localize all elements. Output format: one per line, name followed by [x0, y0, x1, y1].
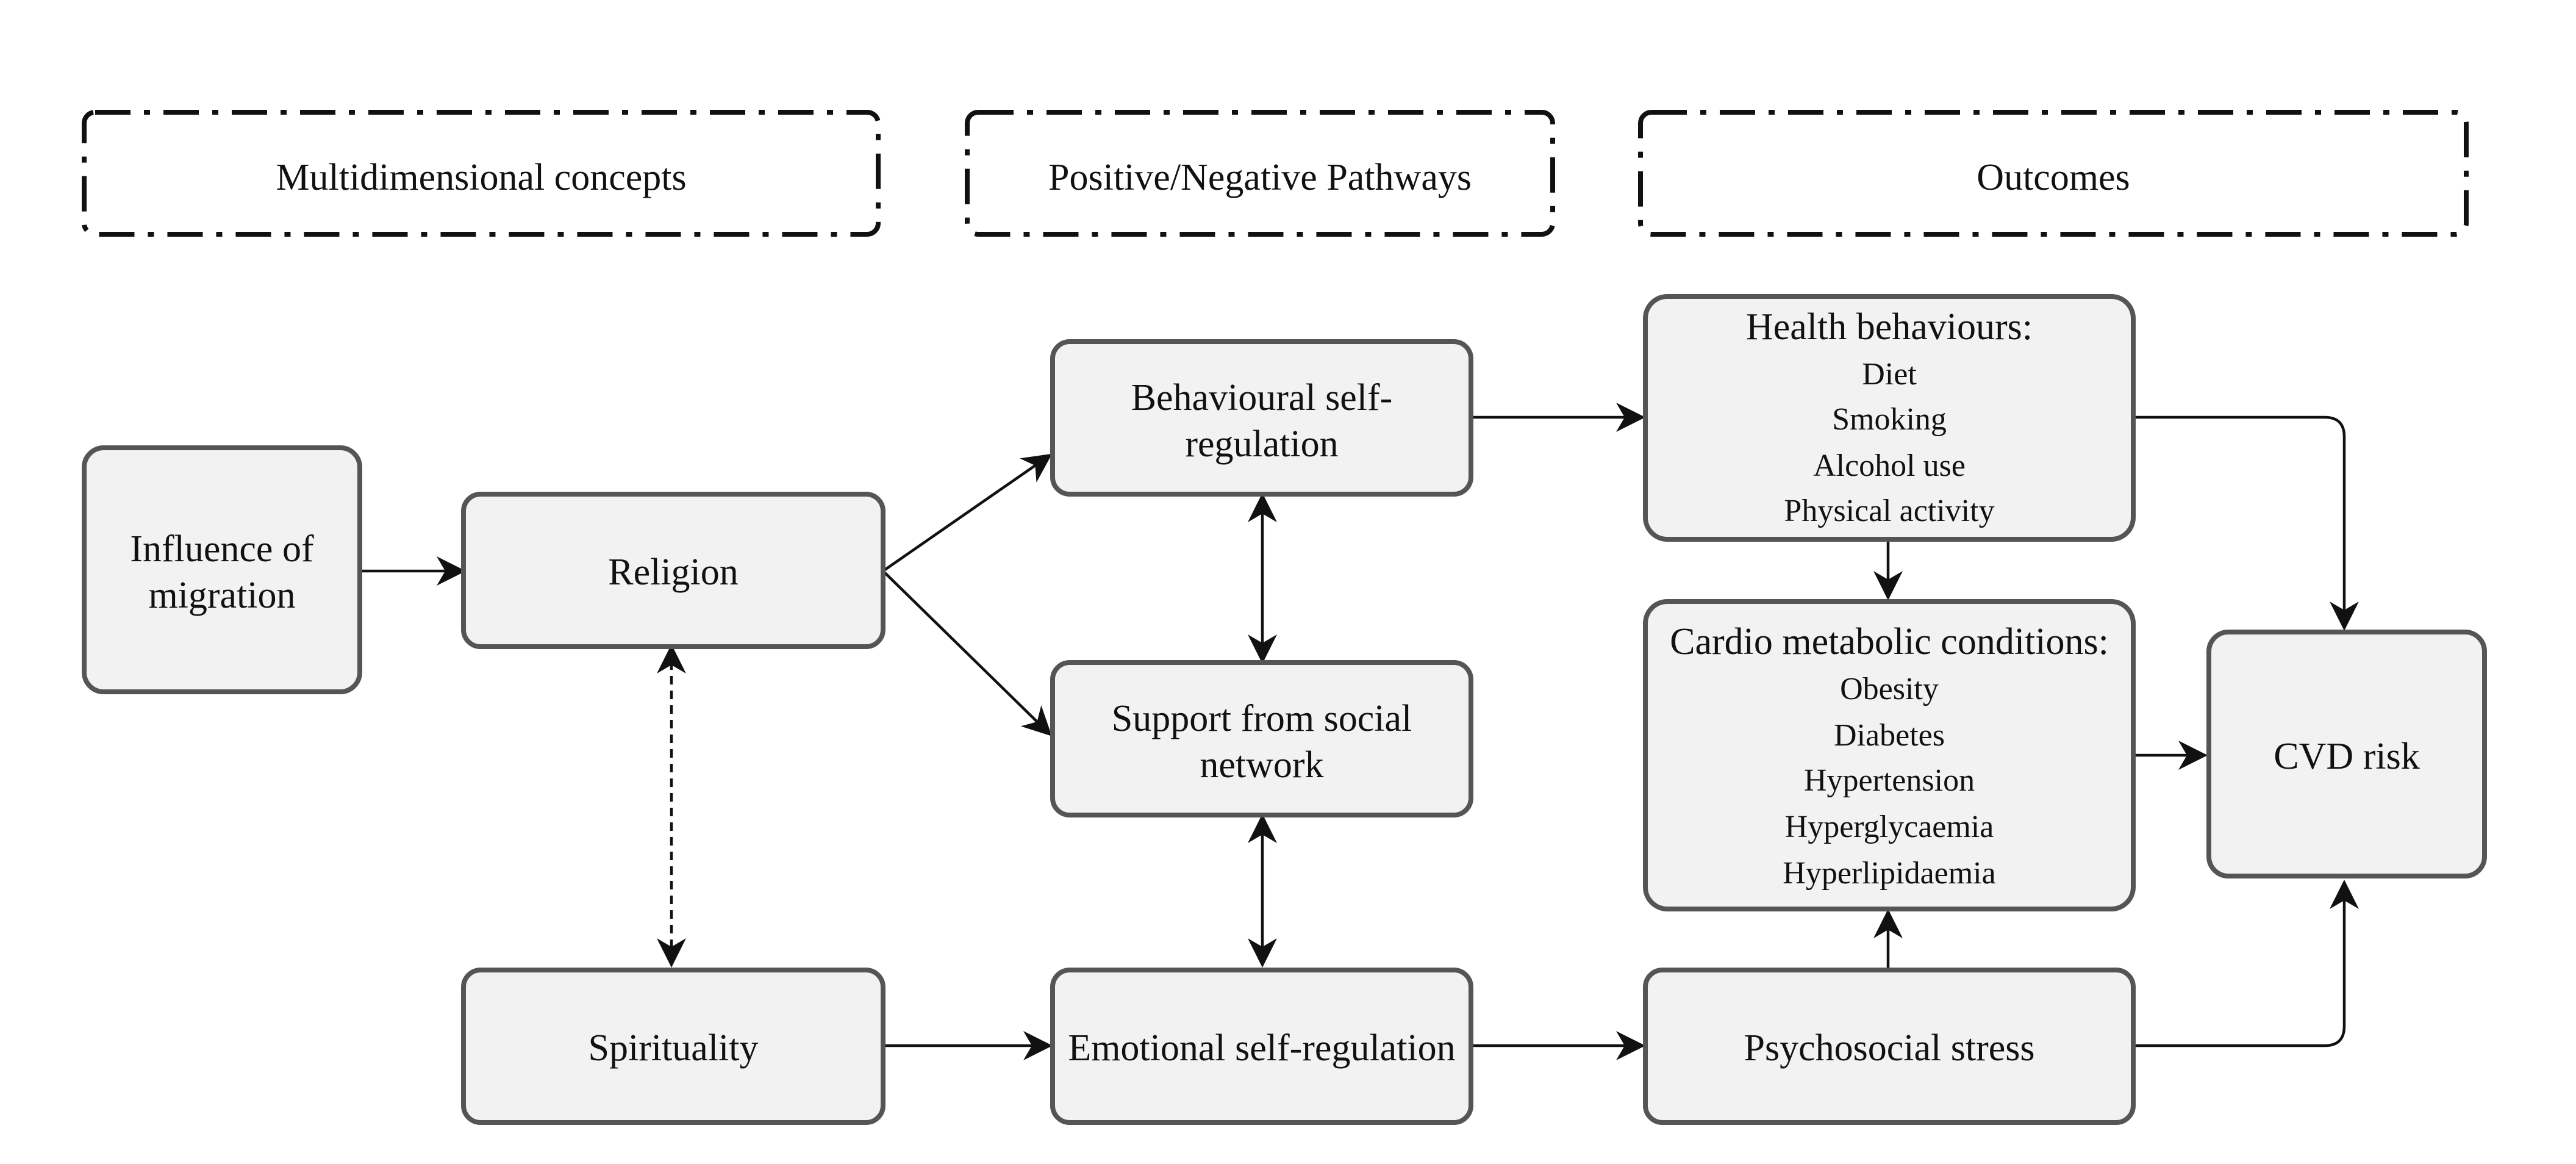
node-health-item: Smoking — [1832, 402, 1947, 437]
node-cardio-item: Obesity — [1840, 672, 1939, 706]
node-cvd-label: CVD risk — [2274, 736, 2419, 777]
node-emotional-label: Emotional self-regulation — [1068, 1027, 1455, 1069]
node-cvd: CVD risk — [2206, 630, 2487, 878]
header-box-outcomes — [1638, 110, 2469, 237]
node-health: Health behaviours: Diet Smoking Alcohol … — [1643, 294, 2136, 542]
header-multidimensional: Multidimensional concepts — [276, 157, 686, 198]
node-migration: Influence of migration — [82, 445, 362, 694]
node-spirituality-label: Spirituality — [589, 1027, 759, 1069]
node-stress-label: Psychosocial stress — [1744, 1027, 2034, 1069]
node-behavioural-line2: regulation — [1185, 423, 1338, 465]
node-spirituality: Spirituality — [461, 968, 886, 1125]
node-cardio-item: Hyperlipidaemia — [1783, 856, 1995, 891]
node-religion-label: Religion — [608, 551, 739, 593]
node-cardio-title: Cardio metabolic conditions: — [1670, 621, 2109, 663]
node-support-line2: network — [1200, 744, 1323, 786]
edge-religion-support — [882, 570, 1052, 736]
header-box-multidimensional — [82, 110, 881, 237]
node-behavioural-line1: Behavioural self- — [1131, 377, 1393, 419]
node-health-title: Health behaviours: — [1746, 306, 2033, 348]
node-support-line1: Support from social — [1112, 698, 1412, 739]
header-outcomes: Outcomes — [1977, 157, 2130, 198]
header-box-pathways — [965, 110, 1555, 237]
node-health-item: Diet — [1862, 357, 1917, 392]
node-cardio: Cardio metabolic conditions: Obesity Dia… — [1643, 599, 2136, 911]
edge-religion-behavioural — [882, 453, 1053, 572]
node-behavioural: Behavioural self- regulation — [1050, 339, 1473, 497]
node-health-item: Physical activity — [1784, 494, 1994, 528]
node-migration-line1: Influence of — [130, 528, 314, 570]
edges — [360, 403, 2359, 1060]
node-cardio-item: Hypertension — [1804, 763, 1975, 798]
edge-stress-cvd — [2133, 880, 2359, 1047]
node-health-item: Alcohol use — [1813, 448, 1966, 483]
node-religion: Religion — [461, 492, 886, 649]
header-pathways: Positive/Negative Pathways — [1048, 157, 1472, 198]
node-cardio-item: Diabetes — [1834, 718, 1945, 753]
edge-health-cvd — [2133, 415, 2359, 631]
node-support: Support from social network — [1050, 660, 1473, 817]
node-cardio-item: Hyperglycaemia — [1785, 810, 1994, 844]
node-emotional: Emotional self-regulation — [1050, 968, 1473, 1125]
node-stress: Psychosocial stress — [1643, 968, 2136, 1125]
node-migration-line2: migration — [148, 575, 295, 616]
